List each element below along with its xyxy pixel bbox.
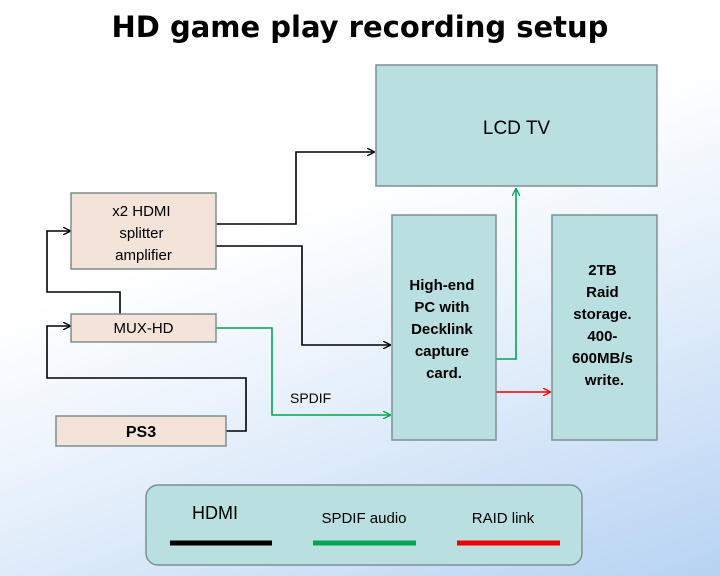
node-pc-line-5: card. xyxy=(426,365,462,382)
node-mux-label: MUX-HD xyxy=(114,320,174,337)
svg-text:x2 HDMI splitter a: x2 HDMI splitter amplifier xyxy=(112,203,175,264)
node-ps3-label: PS3 xyxy=(126,424,156,441)
node-storage-line-1: 2TB xyxy=(588,262,617,279)
connectors xyxy=(46,152,550,432)
node-storage: 2TB Raid storage. 400- 600MB/s write. xyxy=(551,214,658,441)
legend-hdmi-label: HDMI xyxy=(192,503,238,523)
node-mux: MUX-HD xyxy=(70,313,217,343)
edge-pc-to-tv xyxy=(496,189,516,360)
edge-mux-to-pc-spdif xyxy=(216,327,390,415)
node-storage-line-4: 400- xyxy=(587,328,617,345)
legend-raid-label: RAID link xyxy=(472,510,535,527)
edge-splitter-to-tv xyxy=(216,152,374,225)
node-ps3: PS3 xyxy=(55,415,227,447)
edge-mux-to-splitter xyxy=(46,231,121,314)
node-pc-line-1: High-end xyxy=(409,277,474,294)
node-pc-line-4: capture xyxy=(415,343,469,360)
node-lcd-tv-label: LCD TV xyxy=(483,118,551,139)
edge-label-spdif: SPDIF xyxy=(290,390,331,406)
edge-ps3-to-mux xyxy=(46,326,247,432)
node-storage-line-5: 600MB/s xyxy=(572,350,633,367)
legend: HDMI SPDIF audio RAID link xyxy=(145,484,583,566)
node-lcd-tv: LCD TV xyxy=(375,64,658,187)
diagram-title: HD game play recording setup xyxy=(112,10,609,44)
node-splitter: x2 HDMI splitter amplifier xyxy=(70,192,217,270)
node-splitter-line-1: x2 HDMI xyxy=(112,203,170,220)
node-pc-line-3: Decklink xyxy=(411,321,473,338)
svg-text:2TB Raid storage.: 2TB Raid storage. 400- 600MB/s write. xyxy=(572,262,637,389)
svg-text:High-end PC with D: High-end PC with Decklink capture card. xyxy=(409,277,478,382)
node-storage-line-6: write. xyxy=(584,372,624,389)
node-splitter-line-3: amplifier xyxy=(115,247,172,264)
node-splitter-line-2: splitter xyxy=(119,225,163,242)
node-pc: High-end PC with Decklink capture card. xyxy=(391,214,497,441)
legend-spdif-label: SPDIF audio xyxy=(321,510,406,527)
node-storage-line-2: Raid xyxy=(586,284,619,301)
node-storage-line-3: storage. xyxy=(573,306,631,323)
node-pc-line-2: PC with xyxy=(414,299,469,316)
edge-splitter-to-pc xyxy=(216,245,390,345)
